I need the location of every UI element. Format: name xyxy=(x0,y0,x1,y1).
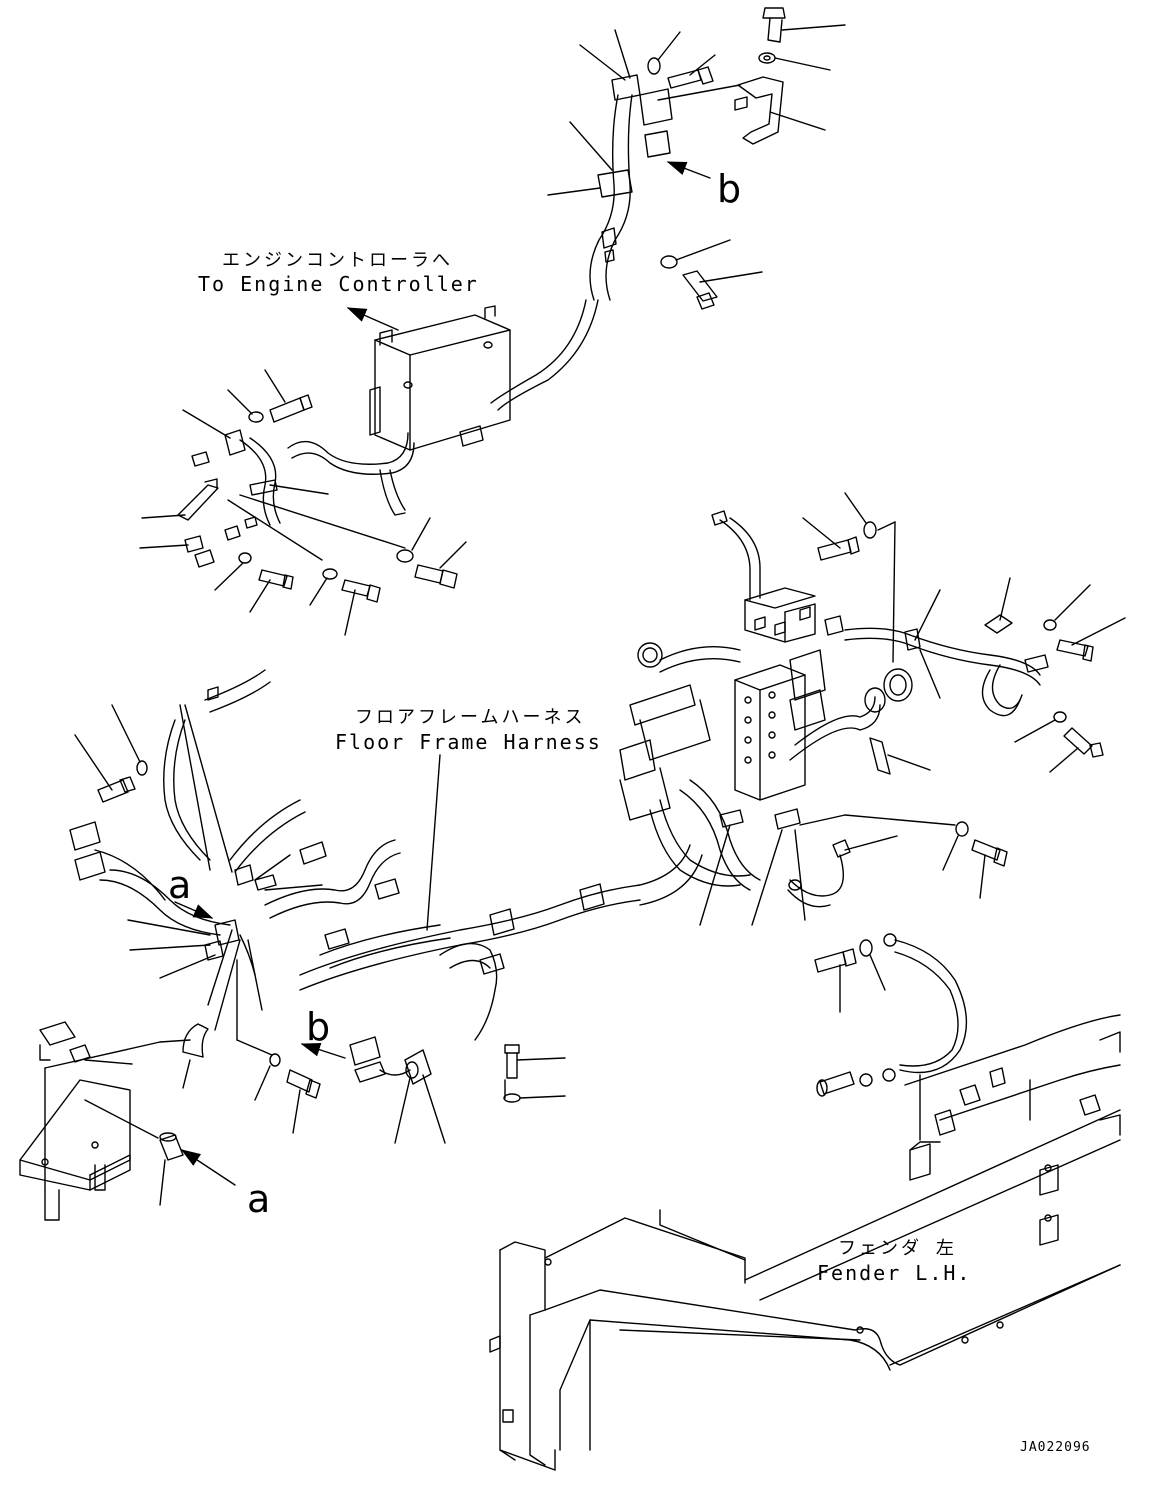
upper-left-small-connector xyxy=(192,452,209,466)
bottom-connector xyxy=(350,1037,445,1143)
upper-left-clip xyxy=(183,410,245,455)
right-upper-harness xyxy=(712,511,1048,716)
ground-bolt-1 xyxy=(815,949,856,1012)
right-bolt-2 xyxy=(1057,618,1125,661)
ground-washer-2 xyxy=(860,1074,920,1140)
top-washer-2 xyxy=(648,32,680,74)
upper-left-bolt-2 xyxy=(250,570,293,612)
left-arrow-a xyxy=(175,902,214,918)
upper-left-plate xyxy=(142,479,218,520)
left-pointer-lines xyxy=(180,705,232,872)
top-bracket xyxy=(735,77,825,144)
left-connector-stack xyxy=(70,822,230,935)
floor-harness-label-en: Floor Frame Harness xyxy=(335,730,602,754)
upper-left-washer xyxy=(228,390,263,422)
top-bolt-2 xyxy=(668,55,715,88)
mid-washer-a xyxy=(661,240,730,268)
right-cluster-knob xyxy=(638,643,662,667)
engine-controller-box xyxy=(370,306,510,450)
left-bracket-plate xyxy=(20,1068,130,1220)
floor-frame-harness xyxy=(300,845,702,990)
right-elbow xyxy=(833,836,897,857)
left-elbow xyxy=(45,1024,208,1088)
view-marker-a-left: a xyxy=(168,863,192,907)
drawing-code: JA022096 xyxy=(1020,1440,1091,1455)
top-connector-block xyxy=(640,85,740,157)
top-arrow-b xyxy=(666,162,710,178)
floor-harness-pointer xyxy=(427,755,440,930)
right-bolt-1 xyxy=(803,518,859,560)
left-harness-branches xyxy=(164,670,504,1040)
bottom-washer-left xyxy=(237,960,280,1100)
upper-left-harness xyxy=(240,433,414,525)
right-band xyxy=(870,738,930,774)
upper-left-bolt xyxy=(265,370,312,422)
top-bolt-1 xyxy=(763,8,845,42)
mid-arrow-b xyxy=(300,1042,345,1058)
upper-left-connectors xyxy=(140,517,257,567)
ground-washer-1 xyxy=(860,940,885,990)
right-ground-cable xyxy=(788,855,843,907)
upper-left-washer-3 xyxy=(310,569,337,605)
upper-left-washer-2 xyxy=(215,553,251,590)
right-washer-2 xyxy=(1044,585,1090,630)
right-cluster-tube xyxy=(865,669,912,712)
upper-left-washer-4 xyxy=(397,518,430,562)
ground-bolt-2 xyxy=(817,1072,854,1096)
upper-left-bolt-3 xyxy=(342,580,380,635)
upper-left-bracket xyxy=(250,480,328,495)
top-harness-vertical xyxy=(590,95,632,300)
bottom-bolt-left xyxy=(287,1070,320,1133)
ground-cable xyxy=(883,934,966,1081)
view-marker-b-top: b xyxy=(717,167,742,211)
bottom-bolt-right xyxy=(505,1045,565,1078)
right-washer-4 xyxy=(943,822,968,870)
chassis-frame xyxy=(905,1015,1120,1245)
right-cluster-frame xyxy=(620,685,710,820)
view-marker-b-mid: b xyxy=(306,1005,331,1049)
right-clamp-1 xyxy=(905,590,940,698)
right-bolt-3 xyxy=(1050,728,1103,772)
right-bolt-4 xyxy=(972,840,1007,898)
bottom-arrow-a xyxy=(180,1149,235,1185)
top-clip xyxy=(580,30,640,100)
engine-controller-arrow xyxy=(346,308,398,330)
left-top-washer xyxy=(112,705,147,775)
relay-block xyxy=(735,588,843,800)
right-washer-3 xyxy=(1015,712,1066,742)
fender-label-en: Fender L.H. xyxy=(817,1261,972,1285)
left-clamp-cluster xyxy=(128,855,322,1030)
floor-harness-label-jp: フロアフレームハーネス xyxy=(355,707,586,728)
upper-left-bolt-4 xyxy=(415,542,466,588)
left-spacer xyxy=(85,1100,183,1205)
fender-label-jp: フェンダ 左 xyxy=(838,1238,957,1259)
mid-bolt-a xyxy=(683,271,762,309)
bottom-washer-right xyxy=(504,1080,565,1102)
left-sensor xyxy=(40,1022,132,1064)
right-small-bracket xyxy=(985,578,1012,633)
left-top-bolt xyxy=(75,735,135,802)
right-cluster-hoses xyxy=(650,647,880,890)
right-washer-1 xyxy=(845,493,895,662)
engine-controller-label-jp: エンジンコントローラへ xyxy=(222,250,453,271)
engine-controller-label-en: To Engine Controller xyxy=(198,272,479,296)
right-clamps-lower xyxy=(700,809,955,925)
top-small-connector xyxy=(602,228,616,262)
fender-lh xyxy=(490,1110,1120,1470)
top-clamp xyxy=(548,122,632,197)
top-washer-1 xyxy=(759,53,830,70)
view-marker-a-bottom: a xyxy=(247,1177,271,1221)
